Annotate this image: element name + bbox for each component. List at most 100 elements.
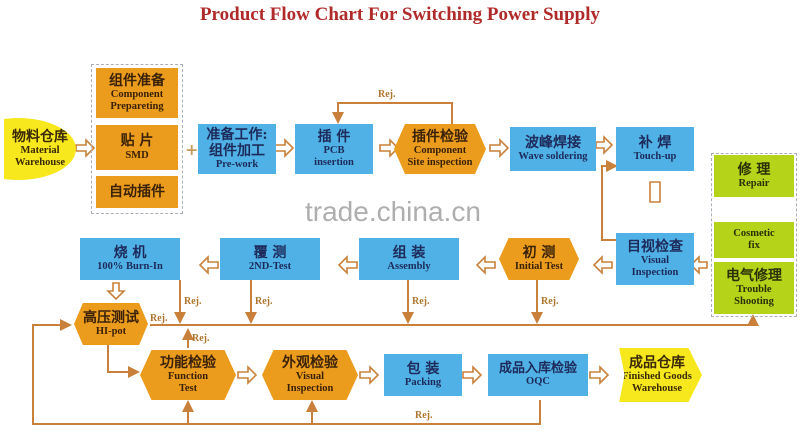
- arrow-icon: [489, 138, 510, 158]
- node-smd: 贴 片 SMD: [96, 125, 178, 170]
- watermark: trade.china.cn: [305, 196, 481, 227]
- arrow-icon: [649, 181, 661, 203]
- rej-label: Rej.: [184, 296, 202, 307]
- node-label-cn: 包 装: [406, 360, 440, 377]
- node-label-cn: 功能检验: [160, 354, 216, 371]
- node-component-preparing: 组件准备 Component Prepareting: [96, 68, 178, 118]
- node-label-en: Finished Goods: [622, 370, 692, 382]
- node-repair: 修 理 Repair: [714, 155, 794, 197]
- node-label-en: Function: [167, 370, 209, 382]
- node-label-en: HI-pot: [95, 326, 127, 338]
- node-hi-pot: 高压测试 HI-pot: [74, 303, 148, 345]
- arrow-icon: [359, 365, 380, 385]
- node-label-en: 2ND-Test: [248, 261, 292, 273]
- node-label-en: Touch-up: [633, 151, 677, 163]
- arrow-icon: [379, 138, 400, 158]
- node-label-en: Assembly: [387, 261, 431, 273]
- node-initial-test: 初 测 Initial Test: [499, 238, 579, 280]
- node-oqc: 成品入库检验 OQC: [488, 354, 588, 396]
- node-label-en: Material: [20, 144, 60, 156]
- arrow-icon: [106, 282, 126, 301]
- arrow-icon: [592, 255, 613, 275]
- node-label-cn: 准备工作:: [206, 126, 268, 143]
- rej-label: Rej.: [412, 296, 430, 307]
- rej-collector-line: [150, 314, 759, 326]
- rej-line-site-inspection: [332, 102, 453, 124]
- node-label-cn: 物料仓库: [12, 128, 68, 145]
- node-label-en: Visual: [295, 370, 325, 382]
- node-label-en: Initial Test: [514, 261, 564, 273]
- node-label-cn: 成品入库检验: [498, 360, 577, 376]
- node-trouble-shooting: 电气修理 Trouble Shooting: [714, 262, 794, 314]
- node-wave-soldering: 波峰焊接 Wave soldering: [510, 127, 596, 171]
- arrow-icon: [75, 138, 96, 158]
- node-label-en: Shooting: [734, 296, 774, 308]
- node-label-cn: 组 装: [392, 244, 426, 261]
- arrow-icon: [198, 255, 219, 275]
- node-label-en: Component: [110, 88, 164, 100]
- node-label-cn: 覆 测: [253, 244, 287, 261]
- repair-group-box: [711, 153, 797, 317]
- node-label-cn: 组件加工: [209, 142, 265, 159]
- flow-arrows: [75, 135, 708, 385]
- node-label-en: Component: [413, 144, 467, 156]
- node-label-cn: 电气修理: [726, 267, 782, 284]
- rej-line-oqc-loop: [32, 319, 541, 425]
- node-label-en: PCB: [323, 144, 345, 156]
- node-label-cn: 修 理: [737, 161, 771, 178]
- node-burn-in: 烧 机 100% Burn-In: [80, 238, 180, 280]
- arrow-icon: [462, 365, 483, 385]
- plus-sign: +: [185, 140, 199, 159]
- flow-line-hipot-function: [107, 345, 140, 378]
- node-pcb-insertion: 插 件 PCB insertion: [295, 124, 373, 174]
- node-label-cn: 初 测: [522, 244, 556, 261]
- node-label-cn: 补 焊: [638, 134, 672, 151]
- node-auto-insertion: 自动插件: [96, 176, 178, 208]
- node-label-en: Packing: [404, 377, 442, 389]
- node-label-en: Prepareting: [110, 101, 164, 113]
- node-cosmetic-fix: Cosmetic fix: [714, 222, 794, 258]
- node-visual-inspection-1: 目视检查 Visual Inspection: [616, 233, 694, 285]
- node-label-en: insertion: [314, 157, 354, 169]
- node-label-cn: 插件检验: [412, 128, 468, 145]
- node-assembly: 组 装 Assembly: [359, 238, 459, 280]
- node-touch-up: 补 焊 Touch-up: [616, 127, 694, 171]
- arrow-icon: [237, 365, 258, 385]
- node-label-en: Site inspection: [407, 157, 473, 169]
- node-finished-goods-warehouse: 成品仓库 Finished Goods Warehouse: [619, 348, 702, 402]
- node-label-en: 100% Burn-In: [97, 261, 163, 273]
- node-label-en: OQC: [526, 376, 550, 388]
- node-label-en: fix: [748, 240, 760, 251]
- node-label-en: Trouble: [736, 283, 772, 295]
- node-label-cn: 高压测试: [83, 309, 139, 326]
- node-packing: 包 装 Packing: [384, 354, 462, 396]
- arrow-icon: [475, 255, 496, 275]
- node-label-en: Inspection: [631, 267, 679, 279]
- connector-lines: [32, 102, 759, 425]
- node-label-cn: 贴 片: [120, 133, 154, 150]
- node-label-cn: 自动插件: [109, 183, 165, 200]
- rej-line-visual-to-touchup: [601, 160, 630, 241]
- node-visual-inspection-2: 外观检验 Visual Inspection: [262, 350, 358, 400]
- arrow-icon: [595, 135, 614, 155]
- node-label-cn: 插 件: [317, 128, 351, 145]
- rej-label: Rej.: [378, 89, 396, 100]
- node-component-site-inspection: 插件检验 Component Site inspection: [394, 124, 486, 174]
- arrow-icon: [589, 365, 610, 385]
- node-label-cn: 组件准备: [109, 72, 165, 89]
- node-label-cn: 外观检验: [282, 354, 338, 371]
- node-label-en: Test: [178, 383, 198, 395]
- node-label-en: Wave soldering: [518, 151, 588, 163]
- rej-label: Rej.: [255, 296, 273, 307]
- rej-label: Rej.: [541, 296, 559, 307]
- node-label-en: SMD: [125, 149, 149, 161]
- node-pre-work: 准备工作: 组件加工 Pre-work: [198, 124, 276, 174]
- node-function-test: 功能检验 Function Test: [140, 350, 236, 400]
- node-label-cn: 成品仓库: [629, 354, 685, 371]
- prep-group-box: [91, 64, 183, 214]
- node-label-cn: 目视检查: [627, 238, 683, 255]
- node-label-en: Repair: [738, 178, 770, 190]
- node-label-en: Warehouse: [632, 383, 682, 395]
- node-second-test: 覆 测 2ND-Test: [220, 238, 320, 280]
